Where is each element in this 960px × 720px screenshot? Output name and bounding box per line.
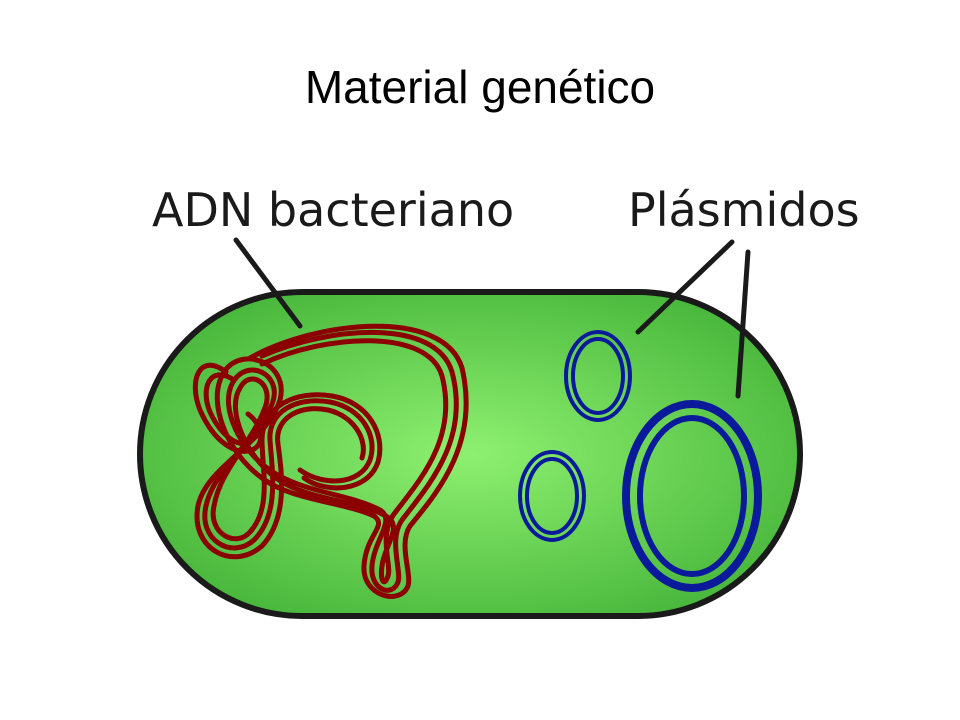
plasmid-pointer-line-large (735, 249, 751, 399)
plasmid-small-top (564, 330, 632, 422)
plasmid-large (622, 400, 762, 592)
plasmids-label: Plásmidos (628, 183, 860, 237)
bacterial-dna (192, 323, 469, 599)
dna-label: ADN bacteriano (152, 183, 514, 237)
slide-title: Material genético (304, 61, 656, 113)
dna-pointer-line (233, 237, 303, 329)
plasmid-small-bottom (518, 450, 586, 542)
plasmids (518, 330, 762, 592)
plasmid-pointer-line-small (635, 239, 735, 335)
